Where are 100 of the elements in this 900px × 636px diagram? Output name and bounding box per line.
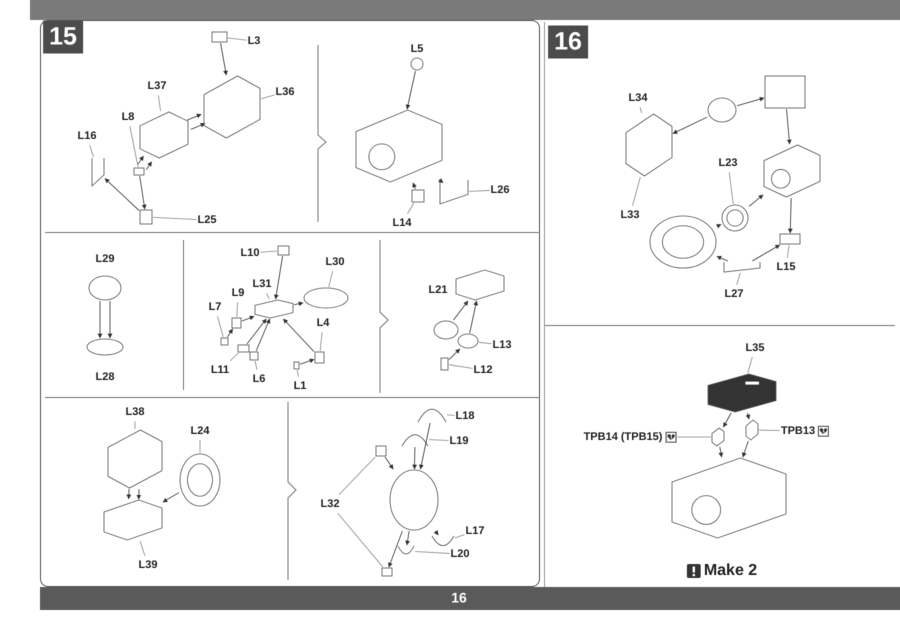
arrow (742, 440, 749, 458)
leader-line (728, 172, 734, 204)
arrow (242, 316, 254, 322)
leader-line (140, 540, 146, 556)
clamp-drawing (432, 536, 454, 546)
turbine-drawing (650, 216, 716, 268)
leader-line (478, 342, 492, 344)
page-number: 16 (451, 588, 467, 608)
part-number: L6 (252, 370, 266, 388)
arrow (139, 176, 146, 210)
leader-line (129, 126, 138, 168)
part-number: L10 (240, 244, 260, 262)
arrow (453, 300, 468, 320)
leader-line (736, 272, 741, 286)
small-part-drawing (376, 446, 386, 456)
leader-line (236, 302, 238, 318)
rod-drawing (92, 158, 104, 187)
engine-drawing (672, 458, 786, 538)
part-number: L32 (320, 496, 340, 512)
exhaust-half-drawing (108, 430, 162, 488)
leader-line (428, 439, 449, 441)
leader-line (446, 414, 455, 416)
arrow (438, 178, 444, 184)
leader-line (454, 534, 465, 538)
part-number: L35 (746, 340, 764, 356)
wire-drawing (724, 262, 760, 272)
pipe-drawing (440, 358, 448, 370)
leader-line (337, 512, 384, 568)
arrow (220, 42, 228, 76)
engine-body-drawing (356, 110, 442, 182)
arrow (246, 318, 267, 344)
part-number: L5 (410, 42, 424, 57)
leader-line (89, 144, 94, 158)
leader-line (260, 94, 275, 100)
step-number: 16 (548, 26, 588, 58)
pump-drawing (88, 276, 122, 300)
part-number: L18 (456, 408, 474, 424)
part-number: L21 (428, 282, 448, 298)
clamp-drawing (398, 546, 414, 554)
part-number: L19 (450, 432, 468, 450)
part-number: L23 (718, 154, 738, 172)
cover-drawing (708, 374, 776, 412)
arrow (746, 412, 750, 420)
arrow (786, 108, 792, 144)
leader-line (134, 420, 136, 430)
leader-line (338, 456, 376, 496)
leader-line (448, 364, 473, 369)
arrow (190, 123, 206, 130)
part-number: L13 (492, 336, 512, 354)
leader-line (217, 316, 224, 338)
part-number: L26 (490, 182, 510, 198)
box-part-drawing (412, 190, 424, 202)
arrow (108, 300, 112, 338)
arrow (434, 530, 439, 536)
small-part-drawing (238, 344, 250, 352)
leader-line (758, 430, 780, 431)
arrow (448, 348, 460, 360)
cylinder-drawing (434, 320, 458, 340)
leader-line (266, 292, 270, 300)
part-number: L33 (620, 206, 640, 224)
clamp-drawing (402, 434, 428, 446)
arrow (162, 492, 180, 502)
mount-drawing (86, 338, 124, 356)
arrow (146, 161, 152, 170)
leader-line (640, 106, 642, 114)
pipe-drawing (440, 180, 468, 205)
plate-drawing (746, 419, 758, 441)
leader-line (152, 216, 197, 220)
small-part-drawing (232, 318, 242, 328)
part-number: L17 (466, 522, 484, 540)
leader-line (468, 190, 490, 192)
pump-body-drawing (456, 270, 504, 300)
arrow (282, 318, 314, 352)
arrow (736, 96, 764, 106)
arrow (227, 328, 234, 338)
part-number: L4 (316, 314, 330, 332)
arrow (294, 301, 304, 306)
leader-line (254, 360, 258, 370)
part-number: L24 (190, 422, 210, 440)
small-part-drawing (314, 352, 324, 364)
engine-body-drawing (764, 144, 820, 198)
part-number: L1 (294, 378, 306, 394)
exhaust-half-drawing (104, 500, 162, 540)
arrow (412, 446, 417, 470)
step-number: 15 (43, 20, 83, 54)
arrow (752, 244, 780, 262)
part-number: L28 (96, 370, 114, 385)
part-number: L34 (628, 90, 648, 106)
arrow (419, 422, 431, 470)
arrow (405, 530, 410, 546)
part-number: L39 (138, 556, 158, 574)
part-number: L7 (208, 298, 222, 316)
arrow (256, 318, 270, 352)
part-number: L25 (198, 212, 216, 228)
leader-line (677, 436, 712, 438)
arrow (104, 178, 140, 211)
leader-line (260, 250, 278, 253)
part-number: L37 (148, 78, 166, 94)
arrow (384, 456, 394, 470)
part-number: L11 (210, 362, 230, 378)
